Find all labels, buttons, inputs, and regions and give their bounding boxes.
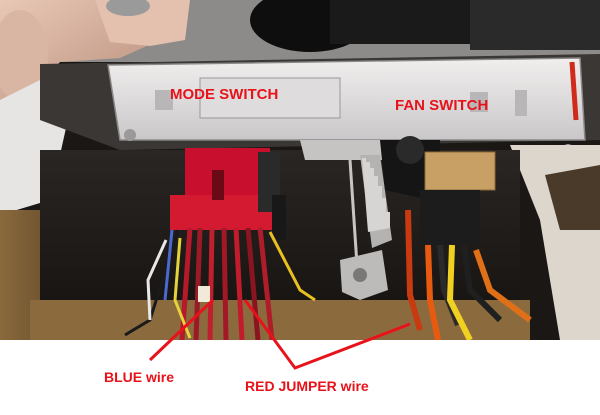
blue-wire-pointer [148,298,215,362]
blue-wire-label: BLUE wire [104,369,175,385]
fan-switch-wires [405,209,532,342]
mode-switch-wires [124,227,316,341]
ring [106,0,150,16]
fan-relay [420,190,480,245]
red-jumper-pointer [243,299,411,370]
mode-door-gear [300,140,392,300]
fan-switch-body [380,136,496,245]
mode-switch-label: MODE SWITCH [170,86,279,103]
red-jumper-wire-label: RED JUMPER wire [245,378,369,394]
fan-switch-label: FAN SWITCH [395,97,489,114]
annotation-arrows [148,298,411,370]
wood-board [30,300,530,340]
